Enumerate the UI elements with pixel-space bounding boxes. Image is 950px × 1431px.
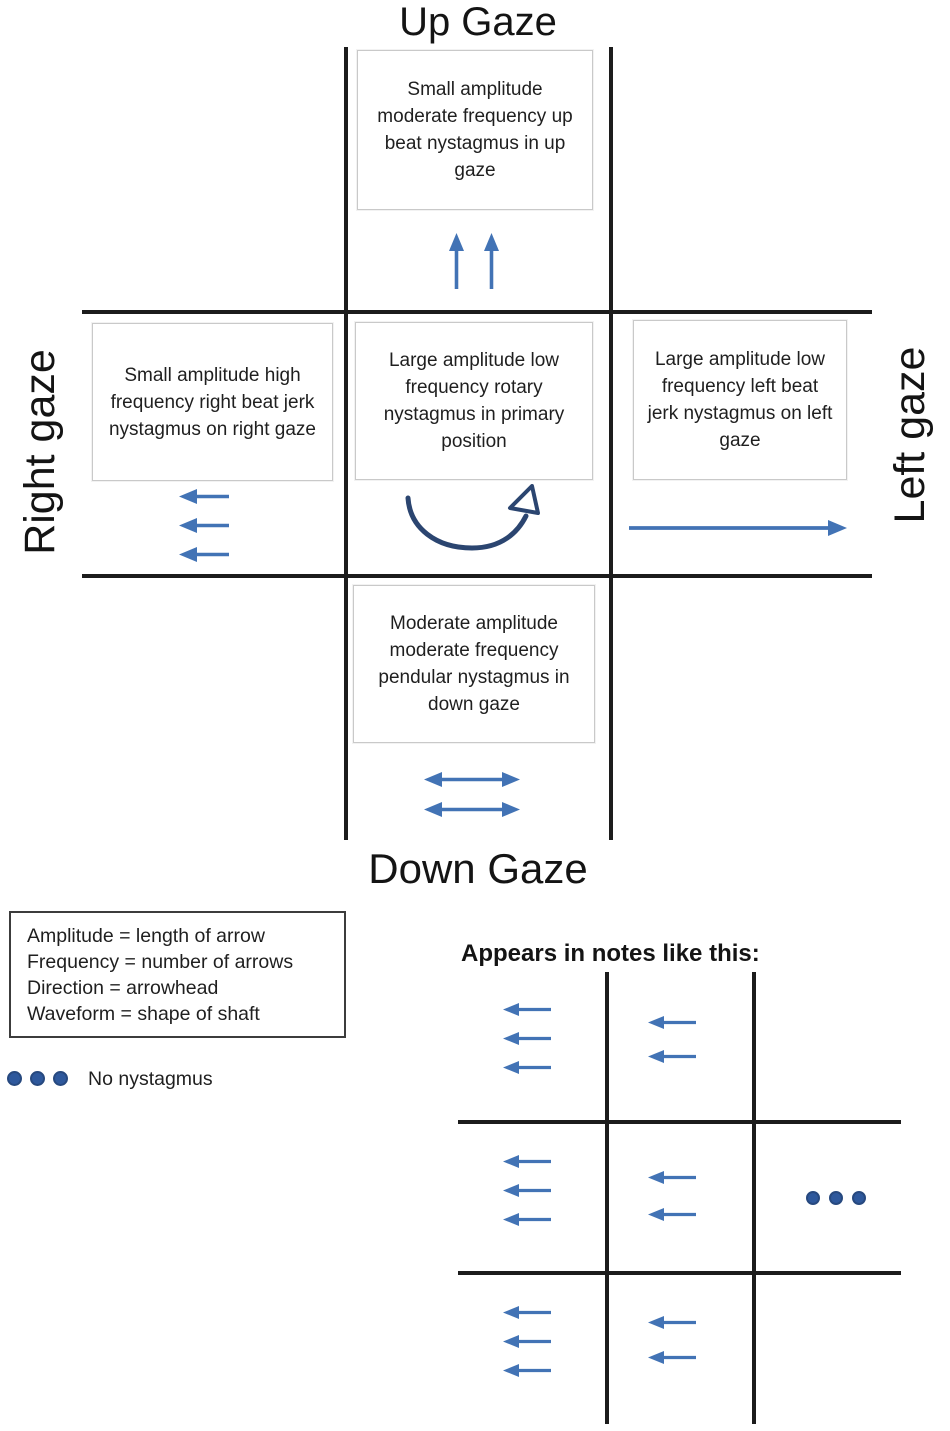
- right-gaze-label: Right gaze: [16, 349, 64, 555]
- notes-cell-r2c1-arrows-icon: [502, 1154, 552, 1227]
- up-gaze-text: Small amplitude moderate frequency up be…: [377, 79, 573, 181]
- main-horizontal-line-top: [82, 310, 872, 314]
- notes-horizontal-line-top: [458, 1120, 901, 1124]
- primary-position-textbox: Large amplitude low frequency rotary nys…: [355, 322, 593, 480]
- right-gaze-text: Small amplitude high frequency right bea…: [108, 364, 316, 440]
- notes-vertical-line-right: [752, 972, 756, 1424]
- legend-line-waveform: Waveform = shape of shaft: [27, 1003, 260, 1025]
- main-vertical-line-left: [344, 47, 348, 840]
- left-beat-arrow-icon: [628, 519, 848, 537]
- up-gaze-textbox: Small amplitude moderate frequency up be…: [357, 50, 593, 210]
- up-beat-arrows-icon: [448, 232, 500, 290]
- notes-cell-r3c1-arrows-icon: [502, 1305, 552, 1378]
- notes-cell-r1c1-arrows-icon: [502, 1002, 552, 1075]
- no-nystagmus-label: No nystagmus: [88, 1068, 213, 1090]
- down-gaze-textbox: Moderate amplitude moderate frequency pe…: [353, 585, 595, 743]
- legend-line-amplitude: Amplitude = length of arrow: [27, 925, 265, 947]
- down-gaze-title: Down Gaze: [368, 845, 588, 892]
- left-gaze-label: Left gaze: [886, 346, 934, 524]
- notes-cell-r1c2-arrows-icon: [647, 1015, 697, 1064]
- legend-box: Amplitude = length of arrow Frequency = …: [9, 911, 346, 1038]
- right-beat-arrows-icon: [178, 488, 230, 563]
- no-nystagmus-dots-icon: [7, 1071, 68, 1086]
- right-gaze-textbox: Small amplitude high frequency right bea…: [92, 323, 333, 481]
- notes-cell-r2c3-dots-icon: [806, 1191, 866, 1205]
- notes-cell-r3c2-arrows-icon: [647, 1315, 697, 1365]
- primary-position-text: Large amplitude low frequency rotary nys…: [383, 350, 565, 452]
- pendular-arrows-icon: [423, 771, 521, 818]
- notes-vertical-line-left: [605, 972, 609, 1424]
- down-gaze-text: Moderate amplitude moderate frequency pe…: [378, 613, 570, 715]
- main-vertical-line-right: [609, 47, 613, 840]
- main-horizontal-line-bottom: [82, 574, 872, 578]
- left-gaze-text: Large amplitude low frequency left beat …: [647, 349, 833, 451]
- notes-horizontal-line-bottom: [458, 1271, 901, 1275]
- left-gaze-textbox: Large amplitude low frequency left beat …: [633, 320, 847, 480]
- notes-cell-r2c2-arrows-icon: [647, 1170, 697, 1222]
- rotary-arrow-icon: [398, 482, 545, 562]
- legend-line-direction: Direction = arrowhead: [27, 977, 219, 999]
- up-gaze-title: Up Gaze: [399, 0, 557, 44]
- legend-line-frequency: Frequency = number of arrows: [27, 951, 294, 973]
- notes-heading: Appears in notes like this:: [461, 940, 760, 967]
